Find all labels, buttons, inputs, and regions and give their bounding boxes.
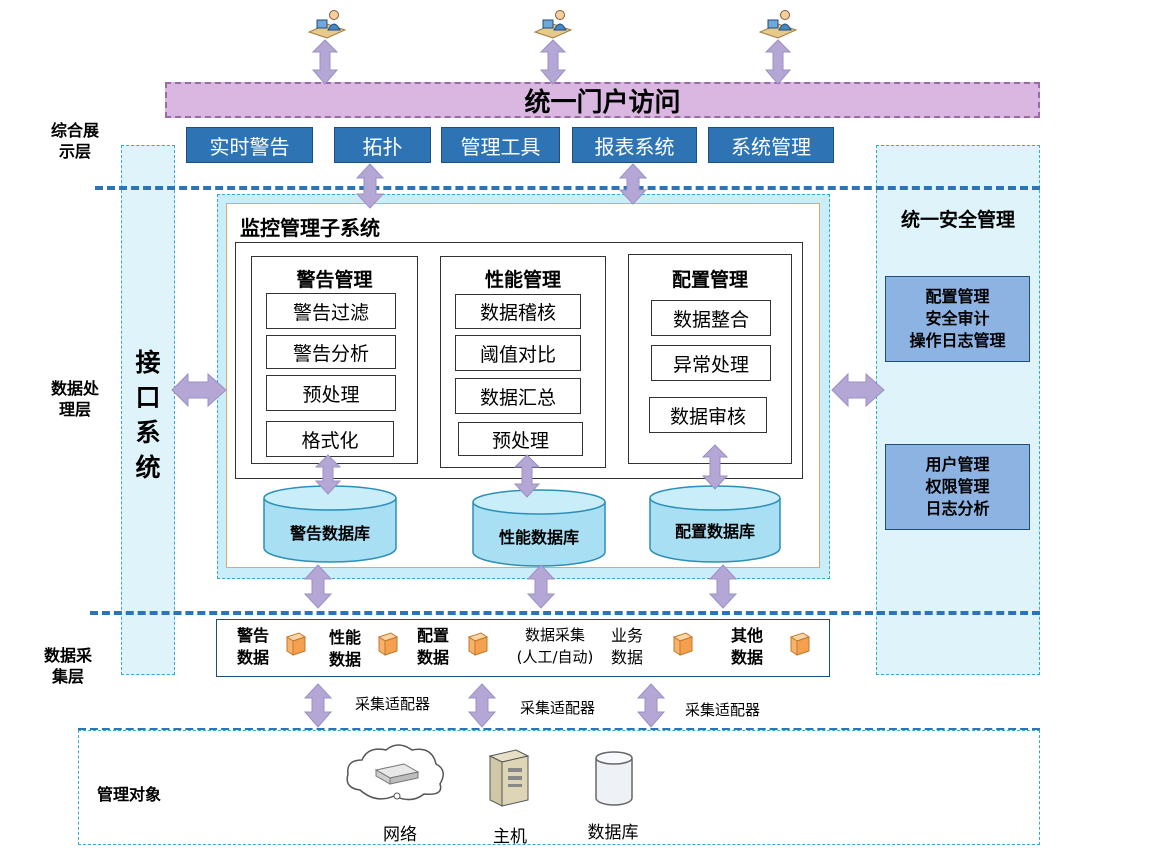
tab-realtime-alert[interactable]: 实时警告 <box>186 127 313 163</box>
network-cloud-icon <box>346 744 444 801</box>
adapter-label: 采集适配器 <box>520 699 596 717</box>
module-item: 数据稽核 <box>455 294 581 329</box>
module-item: 预处理 <box>266 375 396 411</box>
managed-objects-box <box>78 730 1040 845</box>
security-item: 权限管理 <box>925 477 990 496</box>
module-item: 数据审核 <box>649 397 767 433</box>
module-item: 异常处理 <box>651 345 771 381</box>
adapter-label: 采集适配器 <box>685 701 761 719</box>
module-item: 预处理 <box>458 422 583 456</box>
data-cube-icon <box>285 632 307 656</box>
object-label-network: 网络 <box>383 825 417 845</box>
adapter-label: 采集适配器 <box>355 695 431 713</box>
module-item: 警告分析 <box>266 335 396 369</box>
data-cube-icon <box>672 632 694 656</box>
security-management-panel <box>876 145 1040 675</box>
collection-source: 配置 数据 <box>416 626 449 667</box>
separator-presentation <box>95 186 1040 190</box>
database-cylinder-performance <box>472 489 606 567</box>
security-box-audit: 配置管理 安全审计 操作日志管理 <box>885 276 1030 362</box>
tab-management-tools[interactable]: 管理工具 <box>441 127 560 163</box>
layer-label-presentation: 综合展 示层 <box>50 121 99 161</box>
database-cylinder-alert <box>263 485 397 563</box>
security-item: 用户管理 <box>925 455 990 474</box>
security-item: 日志分析 <box>925 499 990 518</box>
user-computer-icon <box>758 10 798 39</box>
layer-label-collection: 数据采 集层 <box>43 646 92 686</box>
database-label: 警告数据库 <box>289 524 370 543</box>
database-cylinder-config <box>649 485 781 563</box>
object-label-database: 数据库 <box>587 823 639 843</box>
data-cube-icon <box>789 632 811 656</box>
module-item: 数据汇总 <box>455 378 581 414</box>
object-label-host: 主机 <box>493 827 527 847</box>
separator-processing <box>90 611 1040 615</box>
module-title: 警告管理 <box>296 269 373 291</box>
database-label: 性能数据库 <box>498 528 579 547</box>
data-cube-icon <box>467 632 489 656</box>
portal-title: 统一门户访问 <box>524 87 681 118</box>
monitor-title: 监控管理子系统 <box>240 216 380 240</box>
user-computer-icon <box>307 10 347 39</box>
module-title: 配置管理 <box>671 269 748 291</box>
security-item: 操作日志管理 <box>909 331 1006 350</box>
data-cube-icon <box>377 632 399 656</box>
collection-manual: 数据采集 (人工/自动) <box>516 626 594 666</box>
tab-report-system[interactable]: 报表系统 <box>572 127 697 163</box>
interface-system-panel <box>121 145 175 675</box>
collection-source: 警告 数据 <box>236 626 269 667</box>
interface-system-title: 接 口 系 统 <box>135 348 161 482</box>
module-item: 警告过滤 <box>266 293 396 329</box>
module-item: 数据整合 <box>651 300 771 336</box>
tab-topology[interactable]: 拓扑 <box>334 127 431 163</box>
data-collection-box <box>216 619 830 677</box>
user-computer-icon <box>533 10 573 39</box>
managed-objects-title: 管理对象 <box>97 785 162 804</box>
host-server-icon <box>488 749 530 807</box>
security-box-user: 用户管理 权限管理 日志分析 <box>885 444 1030 530</box>
collection-source: 性能 数据 <box>328 628 361 669</box>
security-item: 配置管理 <box>925 287 990 306</box>
database-icon <box>595 751 633 806</box>
layer-label-processing: 数据处 理层 <box>50 379 99 419</box>
database-label: 配置数据库 <box>674 522 755 541</box>
security-title: 统一安全管理 <box>900 209 1015 231</box>
module-item: 格式化 <box>266 421 394 457</box>
collection-source: 业务 数据 <box>610 626 643 667</box>
security-item: 安全审计 <box>925 309 990 328</box>
tab-system-management[interactable]: 系统管理 <box>708 127 834 163</box>
module-title: 性能管理 <box>484 269 561 291</box>
module-item: 阈值对比 <box>455 335 581 371</box>
unified-portal-bar: 统一门户访问 <box>165 82 1040 118</box>
collection-source: 其他 数据 <box>730 626 763 667</box>
